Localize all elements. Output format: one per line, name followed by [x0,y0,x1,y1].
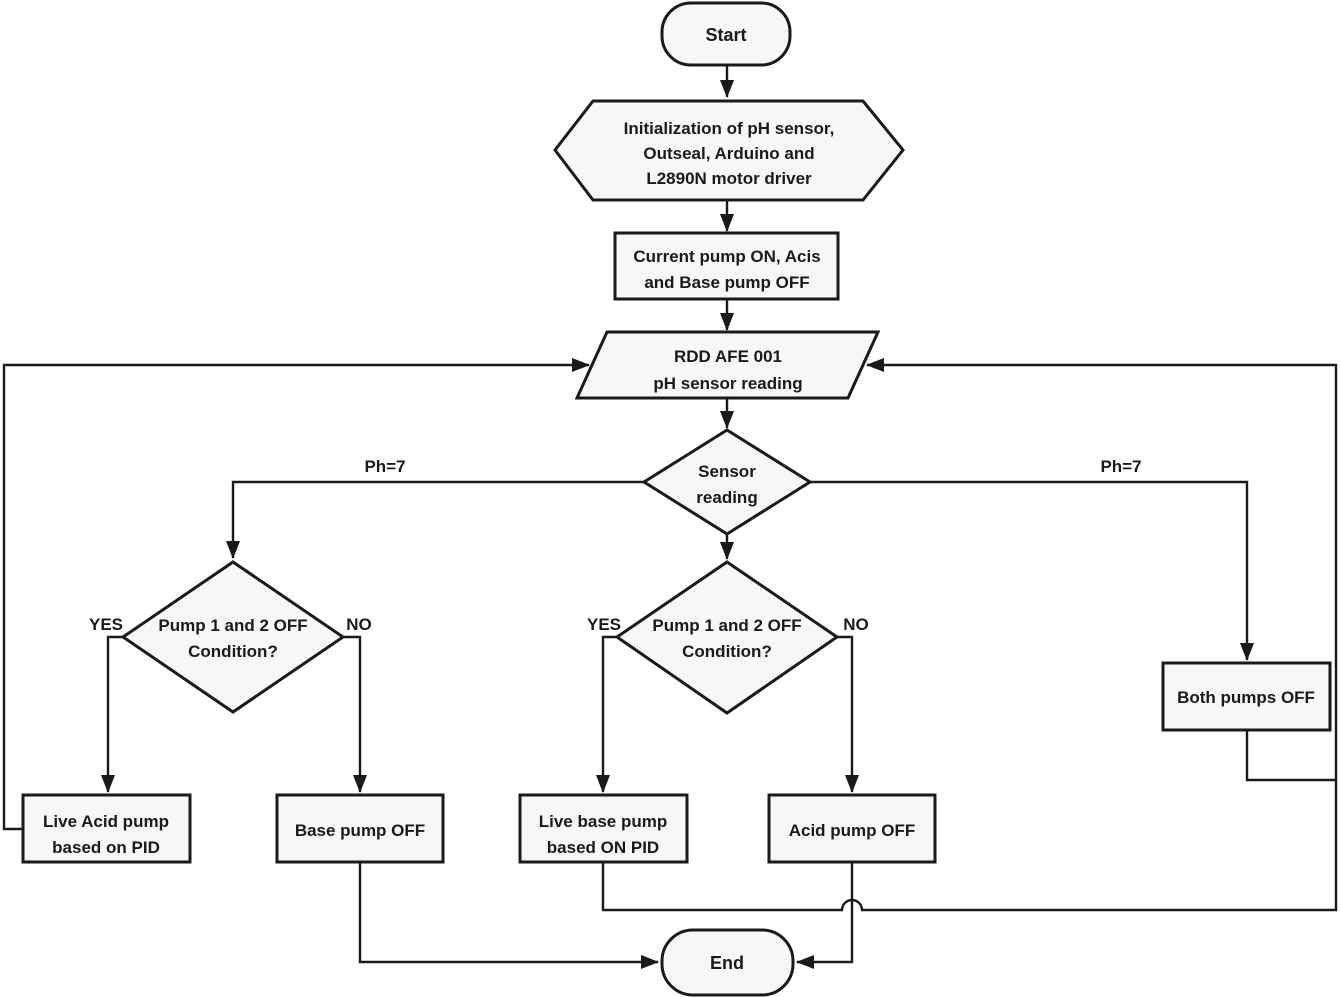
sensor-io-parallelogram [574,330,881,400]
live-base-label-line1: Live base pump [539,812,667,831]
acid-pump-off-label: Acid pump OFF [789,821,916,840]
sensor-io-label-line2: pH sensor reading [653,374,802,393]
middle-condition-diamond [614,560,840,715]
edge-sensor-decision-to-left-condition [226,480,644,559]
base-pump-off-label: Base pump OFF [295,821,425,840]
current-pump-label-line2: and Base pump OFF [644,273,809,292]
sensor-decision-label-line1: Sensor [698,462,756,481]
live-base-label-line2: based ON PID [547,838,659,857]
live-base-pump-process [518,793,689,864]
left-condition-diamond [120,560,346,714]
left-condition-label-line2: Condition? [188,642,278,661]
sensor-decision-label-line2: reading [696,488,757,507]
acid-pump-off-process [767,793,937,864]
current-pump-process [613,231,840,301]
start-label: Start [705,25,746,45]
sensor-io-label-line1: RDD AFE 001 [674,347,782,366]
edge-live-acid-feedback-to-sensor-io [2,358,590,831]
init-label-line3: L2890N motor driver [646,169,812,188]
edge-acid-off-to-end [796,862,854,969]
end-label: End [710,953,744,973]
edge-label-no-left: NO [346,615,372,634]
edge-label-yes-left: YES [89,615,123,634]
edge-label-no-middle: NO [843,615,869,634]
edge-label-ph7-right: Ph=7 [1100,457,1141,476]
edge-label-ph7-left: Ph=7 [364,457,405,476]
edge-middle-condition-no-to-acid-off [837,635,859,793]
live-acid-label-line1: Live Acid pump [43,812,169,831]
edge-label-yes-middle: YES [587,615,621,634]
edge-live-base-feedback-to-sensor-io [601,358,1338,912]
live-acid-label-line2: based on PID [52,838,160,857]
start-terminator [660,1,792,67]
left-condition-label-line1: Pump 1 and 2 OFF [158,616,307,635]
edge-sensor-decision-to-both-pumps-off [810,480,1254,661]
end-terminator [660,928,795,997]
both-pumps-off-label: Both pumps OFF [1177,688,1315,707]
both-pumps-off-process [1161,661,1332,732]
edge-left-condition-no-to-base-off [343,635,367,793]
edge-base-off-to-end [358,862,659,969]
middle-condition-label-line2: Condition? [682,642,772,661]
sensor-decision-diamond [641,428,813,536]
base-pump-off-process [275,793,445,864]
live-acid-pump-process [21,793,192,864]
edge-both-pumps-off-to-feedback [1245,730,1336,782]
middle-condition-label-line1: Pump 1 and 2 OFF [652,616,801,635]
current-pump-label-line1: Current pump ON, Acis [633,247,820,266]
init-label-line2: Outseal, Arduino and [643,144,814,163]
init-hexagon [553,99,905,202]
init-label-line1: Initialization of pH sensor, [624,119,835,138]
edge-middle-condition-yes-to-live-base [596,635,617,793]
edge-left-condition-yes-to-live-acid [101,635,123,793]
